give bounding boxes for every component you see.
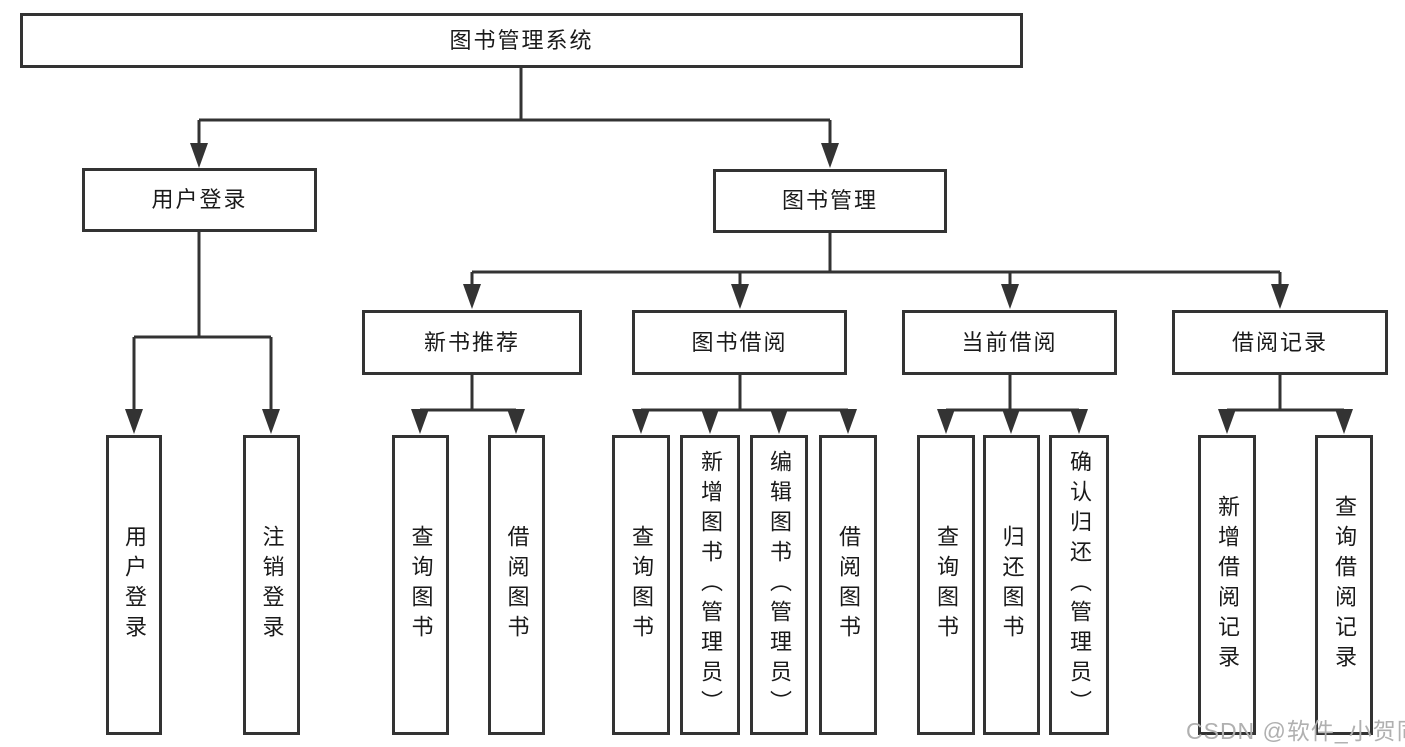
csdn-watermark: CSDN @软件_小贺同学 bbox=[1186, 718, 1405, 744]
node-label: 用户登录 bbox=[151, 187, 248, 212]
node-label: 借阅记录 bbox=[1231, 329, 1328, 355]
leaf-label: 新增借阅记录 bbox=[1215, 495, 1240, 675]
leaf-label: 注销登录 bbox=[259, 525, 285, 645]
node-label: 当前借阅 bbox=[961, 329, 1058, 355]
leaf-label: 借阅图书 bbox=[504, 525, 530, 645]
leaf-label: 归还图书 bbox=[999, 525, 1025, 645]
leaf-query-books-current: 查询图书 bbox=[917, 435, 975, 735]
leaf-query-borrow-record: 查询借阅记录 bbox=[1315, 435, 1373, 735]
leaf-borrow-books-borrowing: 借阅图书 bbox=[819, 435, 877, 735]
leaf-query-books-recommend: 查询图书 bbox=[392, 435, 449, 735]
node-book-management: 图书管理 bbox=[713, 169, 947, 233]
leaf-logout: 注销登录 bbox=[243, 435, 300, 735]
leaf-add-book-admin: 新增图书（管理员） bbox=[680, 435, 740, 735]
leaf-label: 查询借阅记录 bbox=[1332, 495, 1357, 675]
node-book-borrowing: 图书借阅 bbox=[632, 310, 847, 375]
node-label: 图书借阅 bbox=[691, 329, 788, 355]
leaf-label: 新增图书（管理员） bbox=[698, 450, 723, 720]
leaf-return-books: 归还图书 bbox=[983, 435, 1040, 735]
node-label: 新书推荐 bbox=[423, 329, 520, 355]
leaf-label: 编辑图书（管理员） bbox=[767, 450, 792, 720]
leaf-label: 用户登录 bbox=[122, 525, 147, 645]
leaf-label: 查询图书 bbox=[629, 525, 654, 645]
node-borrowing-records: 借阅记录 bbox=[1172, 310, 1388, 375]
node-new-book-recommend: 新书推荐 bbox=[362, 310, 582, 375]
leaf-label: 借阅图书 bbox=[836, 525, 861, 645]
leaf-edit-book-admin: 编辑图书（管理员） bbox=[750, 435, 808, 735]
arrowhead-icons bbox=[125, 143, 1353, 434]
leaf-user-login: 用户登录 bbox=[106, 435, 162, 735]
node-label: 图书管理 bbox=[781, 188, 878, 213]
leaf-borrow-books-recommend: 借阅图书 bbox=[488, 435, 545, 735]
leaf-confirm-return-admin: 确认归还（管理员） bbox=[1049, 435, 1109, 735]
leaf-label: 确认归还（管理员） bbox=[1067, 450, 1092, 720]
leaf-label: 查询图书 bbox=[408, 525, 434, 645]
leaf-label: 查询图书 bbox=[934, 525, 959, 645]
node-user-login: 用户登录 bbox=[82, 168, 317, 232]
node-label: 图书管理系统 bbox=[449, 27, 594, 53]
node-current-borrowing: 当前借阅 bbox=[902, 310, 1117, 375]
node-library-system: 图书管理系统 bbox=[20, 13, 1023, 68]
leaf-query-books-borrowing: 查询图书 bbox=[612, 435, 670, 735]
leaf-add-borrow-record: 新增借阅记录 bbox=[1198, 435, 1256, 735]
